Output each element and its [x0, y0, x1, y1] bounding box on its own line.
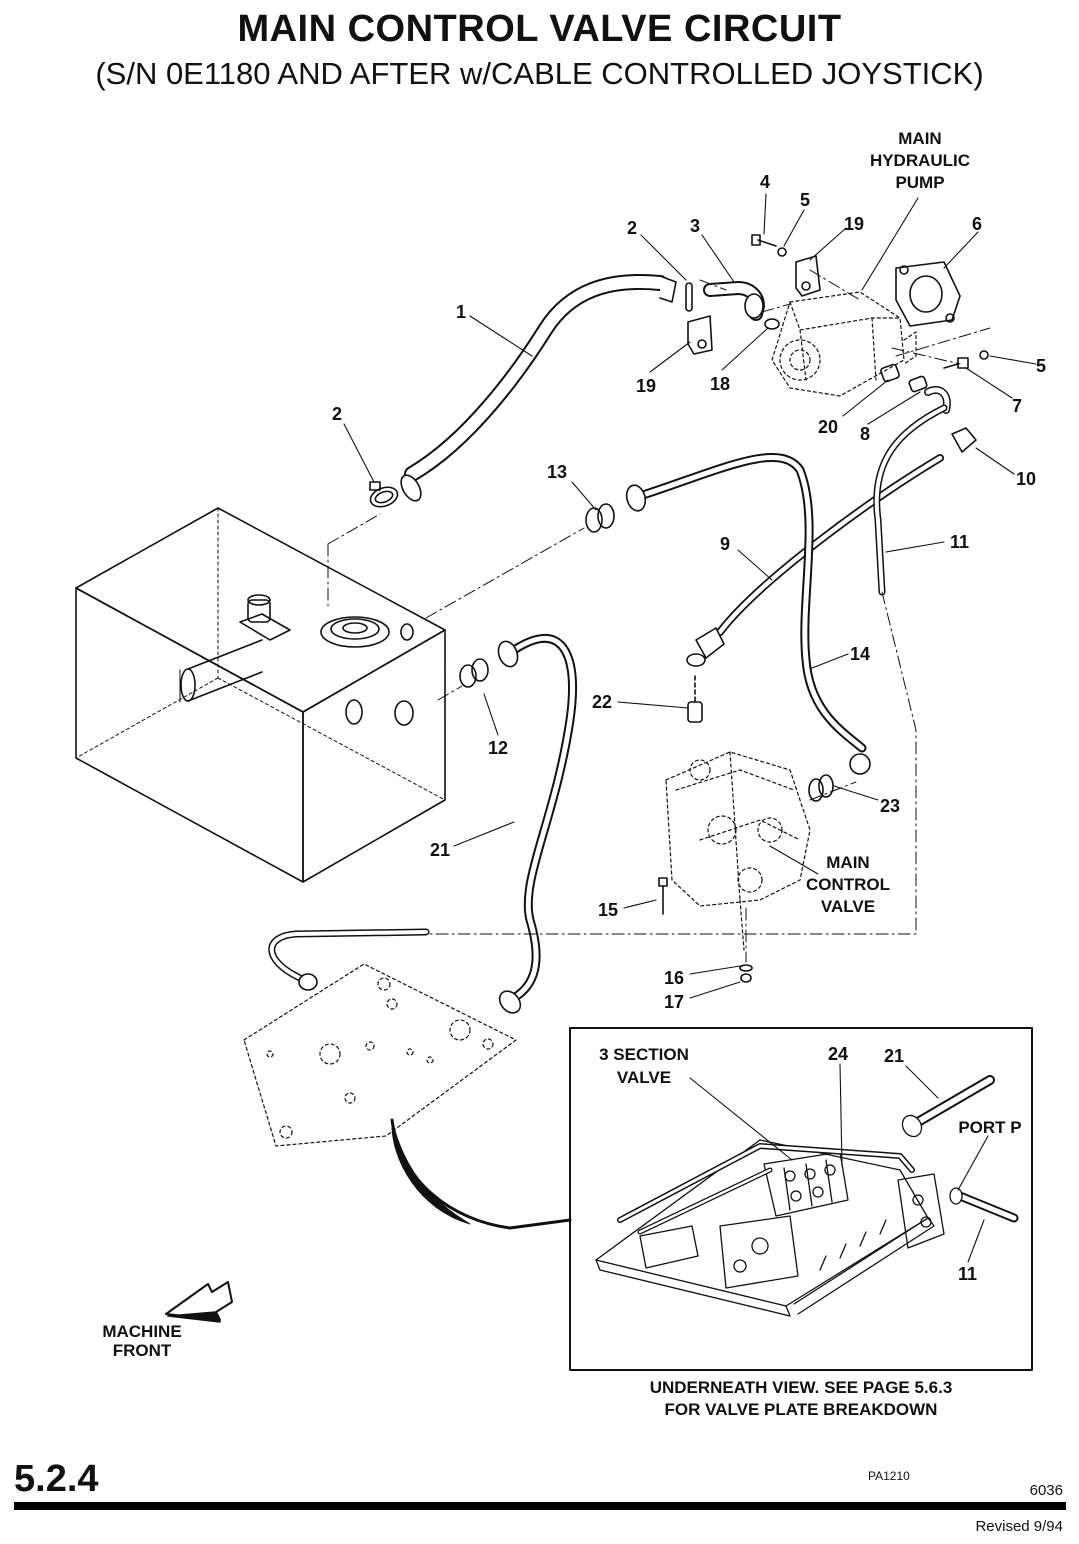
callout-12: 12 — [488, 738, 508, 758]
main-hydraulic-pump — [771, 291, 917, 397]
callout-17: 17 — [664, 992, 684, 1012]
callout-4: 4 — [760, 172, 770, 192]
callout-16: 16 — [664, 968, 684, 988]
suction-hose-1 — [400, 273, 677, 502]
callout-3: 3 — [690, 216, 700, 236]
callout-14: 14 — [850, 644, 870, 664]
callout-11-inset: 11 — [958, 1264, 977, 1284]
callout-18: 18 — [710, 374, 730, 394]
callout-7: 7 — [1012, 396, 1022, 416]
clamp-half-19-upper — [795, 255, 821, 297]
o-ring-18 — [764, 318, 780, 330]
main-control-valve — [665, 751, 811, 951]
label-3-section-valve-1: 3 SECTION — [599, 1045, 689, 1064]
underneath-view-inset — [569, 1027, 1033, 1371]
pin-2-upper — [685, 282, 693, 312]
label-machine-front-1: MACHINE — [102, 1322, 181, 1341]
hose-21 — [497, 634, 577, 1014]
callout-5-lower: 5 — [1036, 356, 1046, 376]
fitting-22 — [687, 675, 703, 723]
inset-valve-plate — [595, 1075, 1019, 1317]
callout-19-lower: 19 — [636, 376, 656, 396]
label-main-control-valve-1: MAIN — [826, 853, 869, 872]
hose-clamp-2-lower — [369, 481, 399, 508]
fitting-20 — [880, 363, 900, 383]
callout-8: 8 — [860, 424, 870, 444]
callout-24: 24 — [828, 1044, 848, 1064]
label-main-control-valve-3: VALVE — [821, 897, 875, 916]
inset-caption-line-1: UNDERNEATH VIEW. SEE PAGE 5.6.3 — [649, 1378, 953, 1397]
inset-pointer-arrow — [390, 1118, 572, 1230]
washer-5-upper — [777, 247, 787, 257]
callout-2-lower: 2 — [332, 404, 342, 424]
callout-6: 6 — [972, 214, 982, 234]
return-hose-14 — [625, 452, 871, 775]
reference-code: PA1210 — [868, 1469, 910, 1483]
callout-leaders — [343, 193, 1037, 999]
hydraulic-tank — [75, 507, 446, 883]
revision-date: Revised 9/94 — [975, 1518, 1063, 1535]
elbow-fitting-10 — [951, 427, 977, 453]
inset-caption-line-2: FOR VALVE PLATE BREAKDOWN — [664, 1400, 938, 1419]
callout-5-upper: 5 — [800, 190, 810, 210]
hose-11-pump — [873, 404, 948, 596]
page-number: 5.2.4 — [14, 1458, 99, 1500]
callout-23: 23 — [880, 796, 900, 816]
callout-20: 20 — [818, 417, 838, 437]
callout-9: 9 — [720, 534, 730, 554]
callout-11-main: 11 — [950, 532, 969, 552]
valve-plate — [243, 963, 517, 1147]
callout-1: 1 — [456, 302, 466, 322]
fitting-23 — [808, 774, 834, 802]
fitting-13 — [585, 503, 615, 533]
callout-10: 10 — [1016, 469, 1036, 489]
footer-rule — [14, 1502, 1066, 1510]
diagram-title: MAIN CONTROL VALVE CIRCUIT — [237, 8, 842, 50]
label-port-p: PORT P — [958, 1118, 1021, 1137]
gasket-6 — [895, 261, 961, 327]
fitting-8 — [908, 375, 951, 414]
machine-front-arrow — [165, 1281, 233, 1323]
callout-15: 15 — [598, 900, 618, 920]
label-main-hydraulic-pump-1: MAIN — [898, 129, 941, 148]
callout-19-upper: 19 — [844, 214, 864, 234]
callout-21-inset: 21 — [884, 1046, 904, 1066]
hose-11-plate — [268, 928, 430, 991]
washer-16 — [739, 964, 753, 972]
washer-5-lower — [979, 350, 989, 360]
label-machine-front-2: FRONT — [113, 1341, 172, 1360]
callout-2-upper: 2 — [627, 218, 637, 238]
callout-21-main: 21 — [430, 840, 450, 860]
clamp-half-19-lower — [687, 315, 713, 355]
connection-leader-lines — [327, 269, 991, 963]
nut-17 — [740, 973, 752, 983]
bolt-15 — [658, 877, 668, 915]
diagram-subtitle: (S/N 0E1180 AND AFTER w/CABLE CONTROLLED… — [95, 56, 984, 91]
document-number: 6036 — [1029, 1482, 1063, 1499]
label-3-section-valve-2: VALVE — [617, 1068, 671, 1087]
label-main-hydraulic-pump-2: HYDRAULIC — [870, 151, 970, 170]
bolt-4 — [751, 234, 777, 247]
callout-22: 22 — [592, 692, 612, 712]
label-main-hydraulic-pump-3: PUMP — [895, 173, 944, 192]
inset-leaders — [689, 1063, 989, 1263]
pressure-hose-9 — [686, 454, 944, 667]
callout-13: 13 — [547, 462, 567, 482]
label-main-control-valve-2: CONTROL — [806, 875, 890, 894]
elbow-fitting-3 — [703, 281, 765, 321]
fitting-12 — [459, 658, 489, 688]
bolt-7 — [943, 357, 969, 369]
